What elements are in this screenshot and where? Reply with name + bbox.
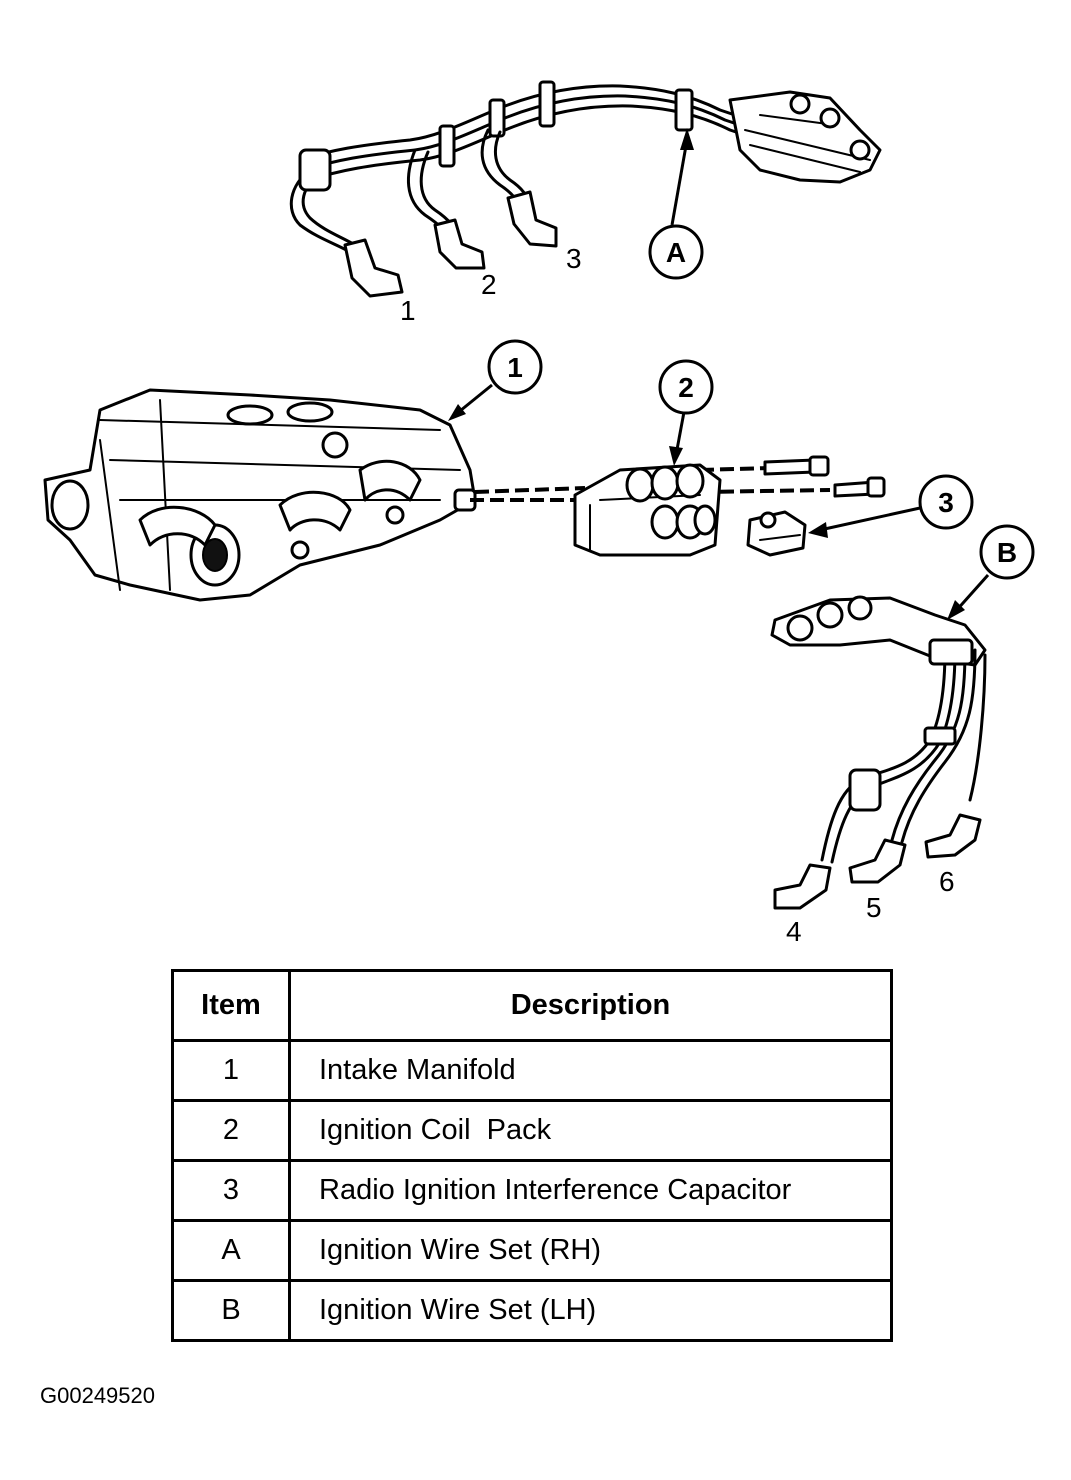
parts-diagram: 1 2 3 A 1 <box>43 80 1035 947</box>
svg-text:1: 1 <box>507 352 523 383</box>
callout-2: 2 <box>658 359 714 466</box>
row-description: Intake Manifold <box>288 1039 893 1102</box>
table-row: A Ignition Wire Set (RH) <box>171 1219 893 1282</box>
row-description: Ignition Coil Pack <box>288 1099 893 1162</box>
table-row: 3 Radio Ignition Interference Capacitor <box>171 1159 893 1222</box>
table-row: 2 Ignition Coil Pack <box>171 1099 893 1162</box>
header-description: Description <box>288 969 893 1042</box>
row-item: 1 <box>171 1039 291 1102</box>
row-description: Radio Ignition Interference Capacitor <box>288 1159 893 1222</box>
header-item: Item <box>171 969 291 1042</box>
table-row: B Ignition Wire Set (LH) <box>171 1279 893 1342</box>
table-header-row: Item Description <box>171 969 893 1042</box>
wire-number-6: 6 <box>939 866 955 897</box>
row-item: 2 <box>171 1099 291 1162</box>
table-row: 1 Intake Manifold <box>171 1039 893 1102</box>
wire-number-2: 2 <box>481 269 497 300</box>
wire-number-3: 3 <box>566 243 582 274</box>
callout-b: B <box>947 524 1035 620</box>
ignition-wire-set-lh: 4 5 6 <box>770 595 987 947</box>
svg-text:B: B <box>997 537 1017 568</box>
row-description: Ignition Wire Set (LH) <box>288 1279 893 1342</box>
callout-1: 1 <box>448 339 543 421</box>
ignition-coil-pack <box>573 455 886 557</box>
svg-text:2: 2 <box>678 372 694 403</box>
svg-text:A: A <box>666 237 686 268</box>
wire-number-1: 1 <box>400 295 416 326</box>
svg-text:3: 3 <box>938 487 954 518</box>
row-description: Ignition Wire Set (RH) <box>288 1219 893 1282</box>
radio-interference-capacitor <box>746 510 807 557</box>
ignition-wire-set-rh: 1 2 3 <box>289 80 882 326</box>
parts-legend-table: Item Description 1 Intake Manifold 2 Ign… <box>171 969 893 1342</box>
wire-number-5: 5 <box>866 892 882 923</box>
row-item: 3 <box>171 1159 291 1222</box>
callout-a: A <box>648 128 704 280</box>
intake-manifold <box>43 388 477 602</box>
row-item: A <box>171 1219 291 1282</box>
callout-3: 3 <box>808 474 974 538</box>
wire-number-4: 4 <box>786 916 802 947</box>
row-item: B <box>171 1279 291 1342</box>
figure-code: G00249520 <box>40 1383 155 1408</box>
